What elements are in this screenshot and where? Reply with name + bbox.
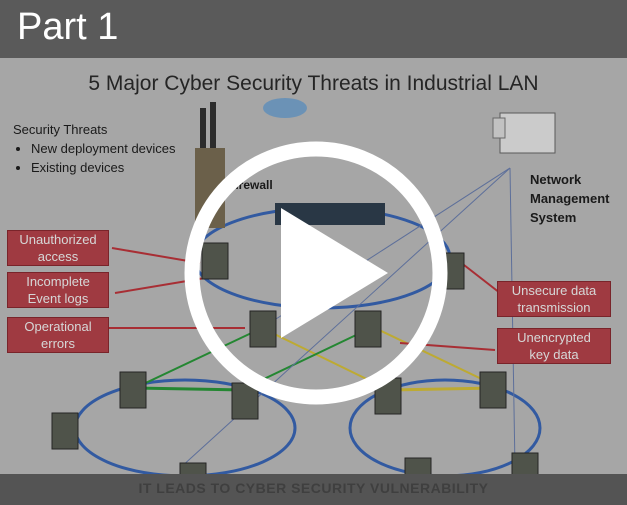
label-unsecure-data-transmission: Unsecure data transmission bbox=[497, 281, 611, 317]
label-line: Operational bbox=[24, 319, 92, 334]
label-line: access bbox=[37, 249, 79, 264]
play-button[interactable] bbox=[183, 140, 449, 406]
nms-line: System bbox=[530, 210, 577, 225]
label-operational-errors: Operational errors bbox=[7, 317, 109, 353]
play-icon bbox=[281, 208, 388, 338]
threat-item: New deployment devices bbox=[31, 139, 176, 158]
label-incomplete-event-logs: Incomplete Event logs bbox=[7, 272, 109, 308]
label-unauthorized-access: Unauthorized access bbox=[7, 230, 109, 266]
slide-title: 5 Major Cyber Security Threats in Indust… bbox=[88, 72, 539, 95]
label-line: Event logs bbox=[27, 291, 89, 306]
label-unencrypted-key-data: Unencrypted key data bbox=[497, 328, 611, 364]
threats-heading: Security Threats bbox=[13, 122, 108, 137]
part-title: Part 1 bbox=[17, 6, 119, 48]
play-ring bbox=[184, 141, 448, 405]
nms-line: Network bbox=[530, 172, 582, 187]
title-bar: Part 1 bbox=[0, 0, 627, 58]
label-line: Unsecure data bbox=[511, 283, 597, 298]
label-line: Incomplete bbox=[26, 274, 90, 289]
label-line: transmission bbox=[517, 300, 591, 315]
network-management-system-label: Network Management System bbox=[530, 170, 609, 227]
slide-footer: IT LEADS TO CYBER SECURITY VULNERABILITY bbox=[0, 474, 627, 505]
security-threats-list: Security Threats New deployment devices … bbox=[13, 120, 176, 177]
label-line: errors bbox=[41, 336, 75, 351]
nms-line: Management bbox=[530, 191, 610, 206]
label-line: Unencrypted bbox=[517, 330, 591, 345]
threat-item: Existing devices bbox=[31, 158, 176, 177]
label-line: key data bbox=[529, 347, 579, 362]
label-line: Unauthorized bbox=[19, 232, 97, 247]
